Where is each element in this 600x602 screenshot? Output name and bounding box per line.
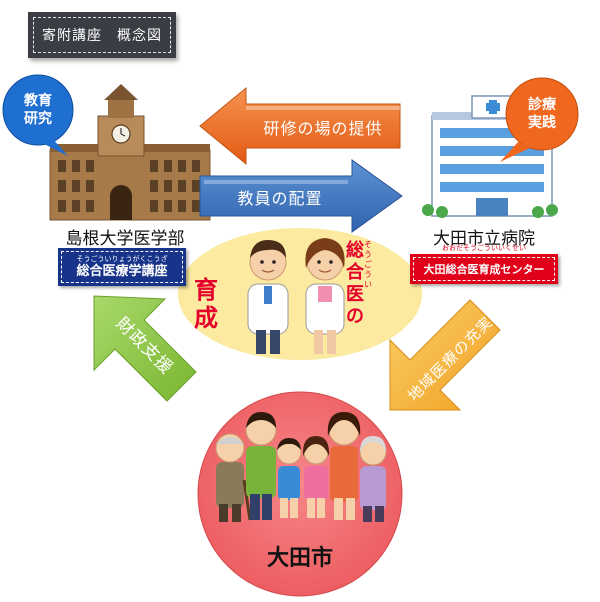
arrow-training-label: 研修の場の提供	[263, 119, 383, 138]
department-name: 総合医療学講座	[76, 264, 168, 279]
arrow-training-place	[199, 86, 401, 166]
diagram-title-box: 寄附講座 概念図	[28, 12, 176, 58]
center-tag: おおだそうごういいくせい 大田総合医育成センター	[410, 244, 558, 284]
city-name: 大田市	[266, 546, 333, 571]
oval-left-text: 育成	[194, 276, 218, 332]
diagram-title: 寄附講座 概念図	[33, 17, 171, 53]
hospital-name: 大田市立病院	[433, 229, 535, 249]
arrow-financial-support	[93, 295, 197, 402]
arrow-teacher-placement	[199, 159, 403, 233]
oval-right-text: 総合医の	[346, 240, 364, 327]
training-oval	[178, 228, 422, 360]
department-tag: そうごういりょうがくこうざ 総合医療学講座	[58, 248, 186, 286]
bubble-education-line1: 教育	[24, 93, 52, 109]
bubble-education-text: 教育 研究	[6, 92, 70, 128]
doctors-icon	[247, 238, 345, 354]
bubble-clinical-practice	[500, 77, 579, 162]
family-icon	[215, 412, 387, 522]
university-name: 島根大学医学部	[65, 229, 185, 249]
arrow-regional-medicine	[389, 299, 501, 411]
university-building-icon	[49, 84, 211, 221]
bubble-education-research	[2, 74, 74, 156]
department-ruby: そうごういりょうがくこうざ	[76, 255, 168, 263]
oval-right-ruby: そうごうい	[364, 240, 372, 289]
bubble-education-line2: 研究	[24, 111, 52, 127]
bubble-practice-line2: 実践	[528, 115, 556, 131]
center-ruby: おおだそうごういいくせい	[442, 244, 526, 252]
arrow-staff-label: 教員の配置	[237, 189, 323, 208]
bubble-practice-text: 診療 実践	[510, 96, 574, 132]
center-name: 大田総合医育成センター	[413, 257, 555, 281]
bubble-practice-line1: 診療	[528, 97, 556, 113]
